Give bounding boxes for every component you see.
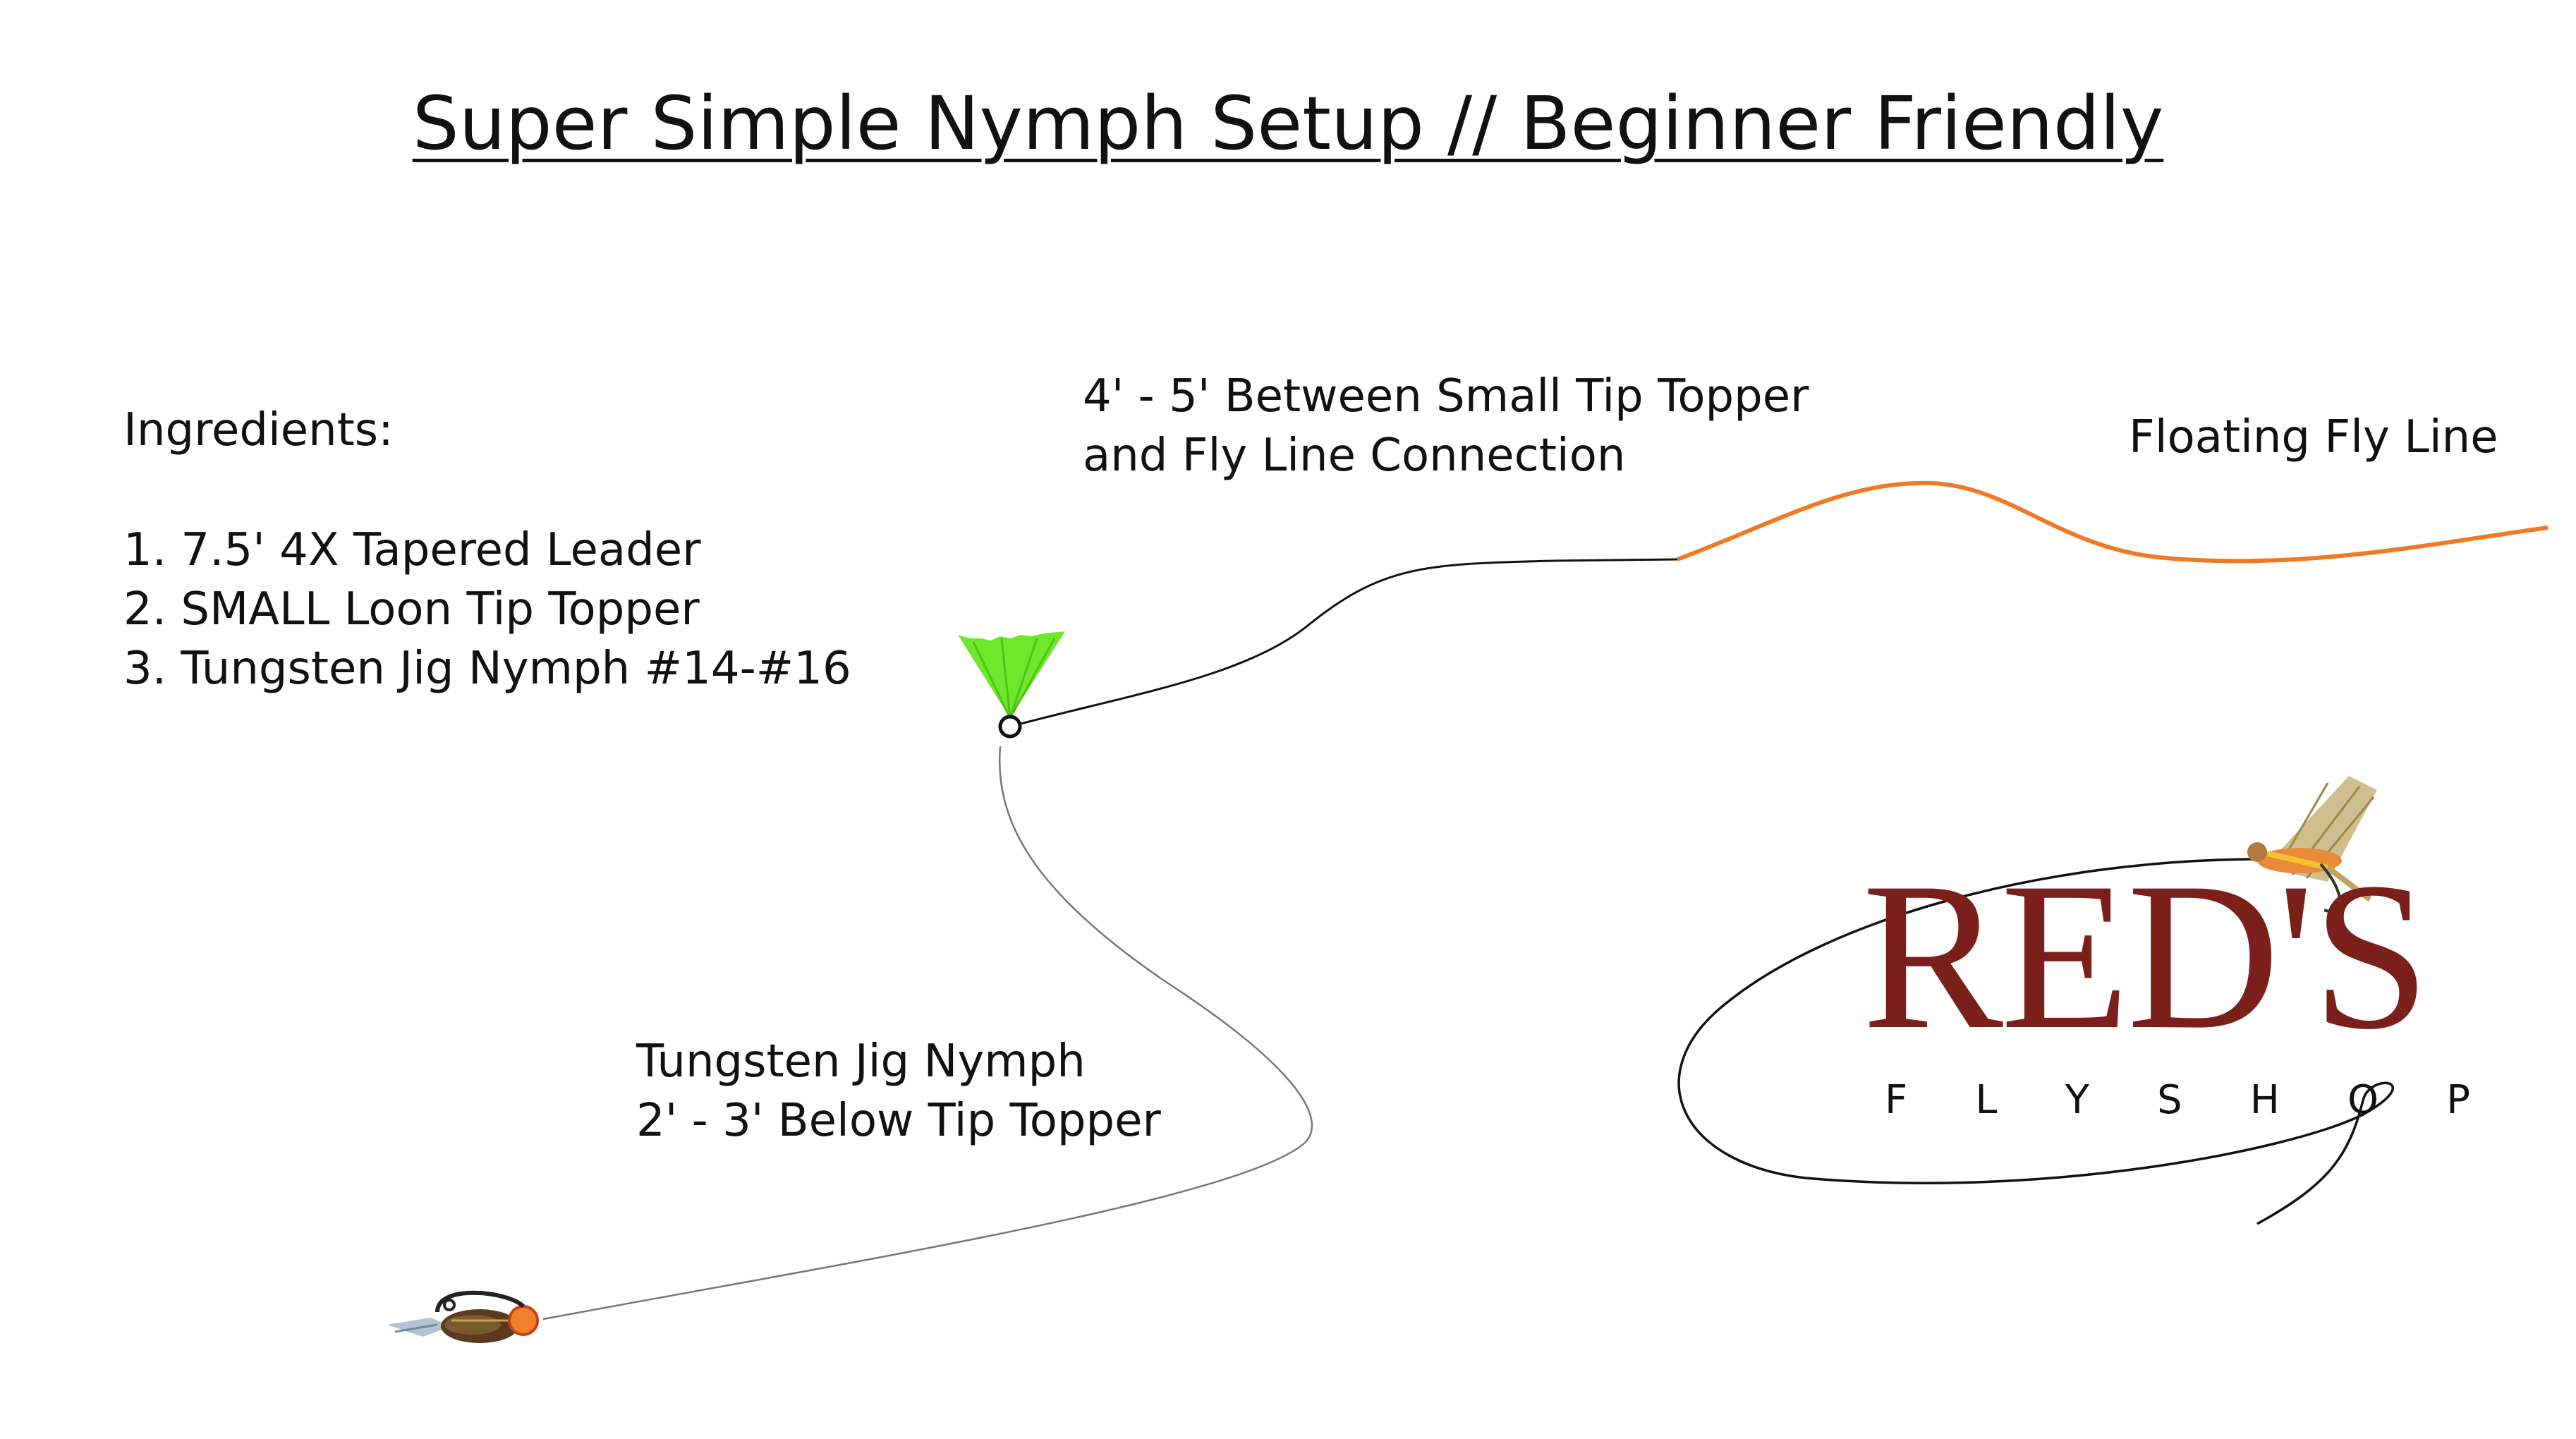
logo-letter: H bbox=[2249, 1077, 2280, 1123]
page-title: Super Simple Nymph Setup // Beginner Fri… bbox=[0, 78, 2576, 169]
jig-nymph-fly-icon bbox=[387, 1290, 539, 1343]
tapered-leader bbox=[1009, 558, 1678, 728]
tippet-to-nymph bbox=[542, 746, 1313, 1320]
logo-swirl-line bbox=[1677, 858, 2394, 1225]
logo-letter: O bbox=[2347, 1077, 2379, 1123]
tip-topper-indicator-icon bbox=[958, 631, 1065, 739]
fly-line-label: Floating Fly Line bbox=[2129, 411, 2498, 463]
reds-logo-wordmark: RED'S bbox=[1862, 839, 2430, 1073]
nymph-depth-line-1: Tungsten Jig Nymph bbox=[636, 1036, 1086, 1088]
topper-spacing-label: 4' - 5' Between Small Tip Topper and Fly… bbox=[1083, 367, 1809, 485]
page-title-text: Super Simple Nymph Setup // Beginner Fri… bbox=[412, 80, 2164, 166]
ingredient-item: 2. SMALL Loon Tip Topper bbox=[123, 583, 700, 636]
ingredients-heading: Ingredients: bbox=[123, 404, 394, 456]
ingredient-item: 3. Tungsten Jig Nymph #14-#16 bbox=[123, 643, 851, 695]
topper-spacing-line-2: and Fly Line Connection bbox=[1083, 430, 1626, 482]
logo-letter: S bbox=[2157, 1077, 2182, 1123]
ingredients-list: 1. 7.5' 4X Tapered Leader 2. SMALL Loon … bbox=[123, 521, 851, 698]
nymph-depth-label: Tungsten Jig Nymph 2' - 3' Below Tip Top… bbox=[636, 1032, 1161, 1150]
topper-spacing-line-1: 4' - 5' Between Small Tip Topper bbox=[1083, 370, 1809, 423]
logo-letter: Y bbox=[2065, 1077, 2089, 1123]
logo-letter: F bbox=[1885, 1077, 1908, 1123]
ingredient-item: 1. 7.5' 4X Tapered Leader bbox=[123, 524, 701, 576]
nymph-depth-line-2: 2' - 3' Below Tip Topper bbox=[636, 1095, 1161, 1147]
dry-fly-icon bbox=[2247, 776, 2377, 913]
reds-logo-flyshop: F L Y S H O P bbox=[1885, 1069, 2470, 1132]
logo-letter: P bbox=[2446, 1077, 2470, 1123]
floating-fly-line bbox=[1676, 480, 2548, 564]
logo-letter: L bbox=[1975, 1077, 1998, 1123]
